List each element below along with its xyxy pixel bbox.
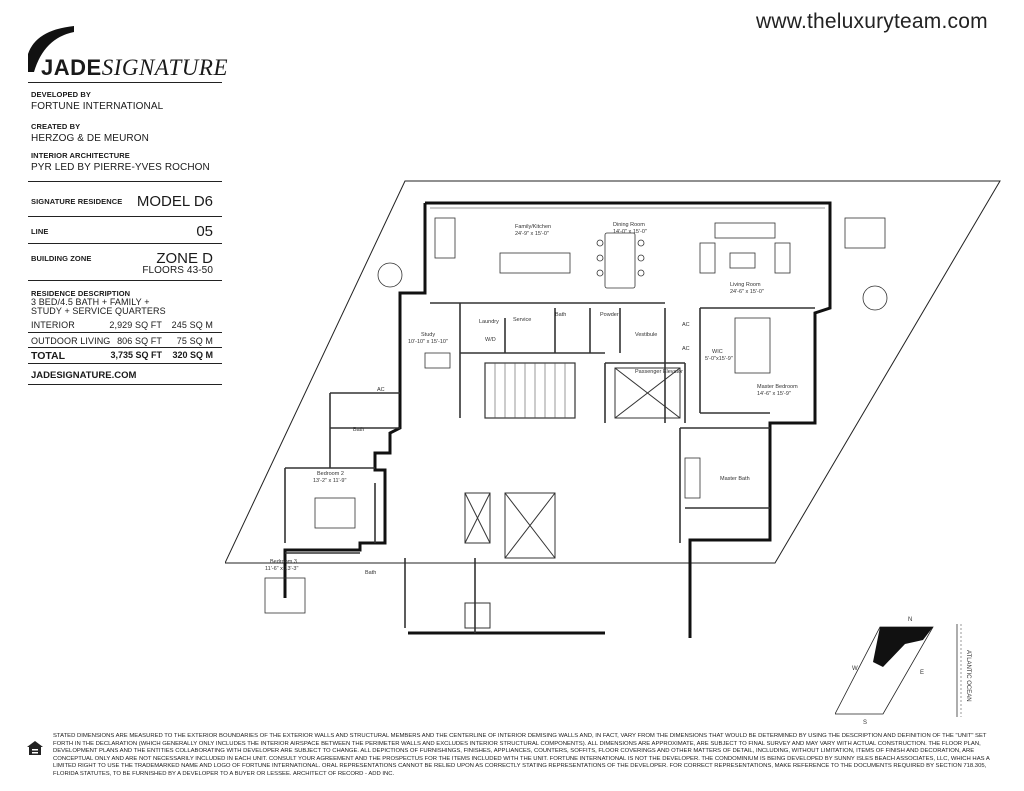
compass-n: N bbox=[908, 617, 912, 623]
room-name: Bath bbox=[555, 312, 566, 318]
area-sqm: 75 SQ M bbox=[176, 336, 213, 346]
room-name: Service bbox=[513, 317, 531, 323]
room-name: Dining Room bbox=[613, 222, 645, 228]
line-value: 05 bbox=[196, 223, 213, 240]
room-dims: 14'-0" x 15'-0" bbox=[613, 229, 647, 235]
interior-walls bbox=[284, 302, 815, 633]
floors-value: FLOORS 43-50 bbox=[142, 265, 213, 276]
total-label: TOTAL bbox=[31, 350, 66, 362]
logo-brand: JADE bbox=[41, 55, 102, 80]
room-name: Master Bedroom bbox=[757, 384, 798, 390]
equal-housing-icon bbox=[27, 741, 43, 755]
room-name: Study bbox=[421, 332, 435, 338]
furniture bbox=[264, 217, 888, 614]
ocean-label: ATLANTIC OCEAN bbox=[965, 650, 971, 702]
interior-architecture-value: PYR LED BY PIERRE-YVES ROCHON bbox=[31, 162, 210, 173]
room-name: Powder bbox=[600, 312, 619, 318]
area-sqm: 245 SQ M bbox=[171, 320, 213, 330]
interior-architecture-label: INTERIOR ARCHITECTURE bbox=[31, 151, 130, 160]
room-name: Bath bbox=[365, 570, 376, 576]
room-dims: 14'-6" x 15'-9" bbox=[757, 391, 791, 397]
room-name: WIC bbox=[712, 349, 723, 355]
divider bbox=[28, 243, 222, 244]
total-sqm: 320 SQ M bbox=[172, 350, 213, 360]
compass-e: E bbox=[920, 670, 924, 676]
disclaimer: Stated dimensions are measured to the ex… bbox=[53, 733, 990, 777]
compass: N S E W ATLANTIC OCEAN bbox=[835, 617, 971, 726]
room-dims: 11'-6" x 13'-3" bbox=[265, 566, 298, 572]
divider bbox=[28, 82, 222, 83]
developed-by-value: FORTUNE INTERNATIONAL bbox=[31, 101, 164, 112]
logo-text: JADESIGNATURE bbox=[41, 55, 228, 81]
building-zone-label: BUILDING ZONE bbox=[31, 254, 92, 263]
room-name: Bedroom 3 bbox=[270, 559, 297, 565]
area-sqft: 806 SQ FT bbox=[117, 336, 162, 346]
room-name: Passenger Elevator bbox=[635, 369, 683, 375]
area-sqft: 2,929 SQ FT bbox=[109, 320, 162, 330]
residence-description-label: RESIDENCE DESCRIPTION bbox=[31, 289, 131, 298]
created-by-label: CREATED BY bbox=[31, 122, 81, 131]
area-name: OUTDOOR LIVING bbox=[31, 336, 111, 346]
room-dims: 24'-6" x 15'-0" bbox=[730, 289, 764, 295]
room-name: W/D bbox=[485, 337, 496, 343]
area-name: INTERIOR bbox=[31, 320, 75, 330]
room-name: AC bbox=[682, 346, 690, 352]
room-name: Laundry bbox=[479, 319, 499, 325]
divider bbox=[28, 280, 222, 281]
divider bbox=[28, 347, 222, 348]
logo-mark-icon bbox=[28, 26, 74, 72]
building-walls bbox=[283, 201, 832, 638]
compass-s: S bbox=[863, 720, 867, 726]
room-dims: 24'-9" x 15'-0" bbox=[515, 231, 549, 237]
site-link[interactable]: JADESIGNATURE.COM bbox=[31, 370, 137, 381]
room-name: Master Bath bbox=[720, 476, 750, 482]
compass-w: W bbox=[852, 666, 858, 672]
room-dims: 10'-10" x 15'-10" bbox=[408, 339, 448, 345]
room-name: Living Room bbox=[730, 282, 761, 288]
room-name: AC bbox=[682, 322, 690, 328]
room-name: Bedroom 2 bbox=[317, 471, 344, 477]
divider bbox=[28, 332, 222, 333]
total-sqft: 3,735 SQ FT bbox=[110, 350, 162, 360]
divider bbox=[28, 384, 222, 385]
website-url[interactable]: www.theluxuryteam.com bbox=[756, 10, 988, 33]
zone-value: ZONE D bbox=[156, 250, 213, 267]
signature-residence-label: SIGNATURE RESIDENCE bbox=[31, 197, 123, 206]
divider bbox=[28, 363, 222, 364]
residence-description-value: 3 BED/4.5 BATH + FAMILY + STUDY + SERVIC… bbox=[31, 297, 166, 316]
room-name: AC bbox=[377, 387, 385, 393]
room-name: Family/Kitchen bbox=[515, 224, 551, 230]
developed-by-label: DEVELOPED BY bbox=[31, 90, 91, 99]
floor-plan: Family/Kitchen 24'-9" x 15'-0" Dining Ro… bbox=[225, 180, 1001, 638]
model-value: MODEL D6 bbox=[136, 193, 213, 210]
divider bbox=[28, 181, 222, 182]
stairs bbox=[484, 362, 576, 419]
room-name: Bath bbox=[353, 427, 364, 433]
divider bbox=[28, 216, 222, 217]
created-by-value: HERZOG & DE MEURON bbox=[31, 133, 149, 144]
room-dims: 5'-0"x15'-9" bbox=[705, 356, 733, 362]
elevators bbox=[464, 367, 681, 629]
room-name: Vestibule bbox=[635, 332, 657, 338]
logo-name: SIGNATURE bbox=[101, 55, 228, 80]
room-dims: 13'-2" x 11'-9" bbox=[313, 478, 346, 484]
terrace-outline bbox=[225, 180, 1001, 564]
line-label: LINE bbox=[31, 227, 49, 236]
